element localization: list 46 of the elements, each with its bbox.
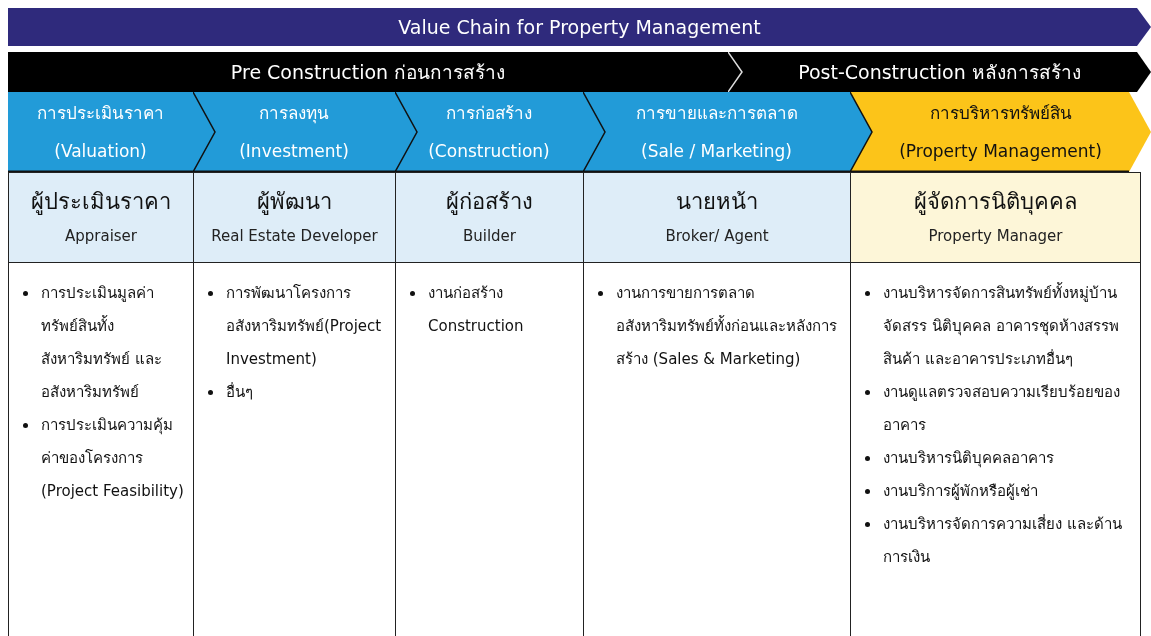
role-cell bbox=[395, 172, 584, 263]
role-subtitle: Real Estate Developer bbox=[211, 225, 378, 247]
list-item-text: งานก่อสร้าง Construction bbox=[428, 284, 524, 335]
list-item-text: งานบริหารนิติบุคคลอาคาร bbox=[883, 449, 1054, 467]
list-item-text: งานบริหารจัดการสินทรัพย์ทั้งหมู่บ้านจัดสรร นิติบุคคล อาคารชุดห้างสรรพสินค้า และอาคารประเภทอื่นๆ bbox=[883, 284, 1119, 368]
stage-subtitle: (Investment) bbox=[239, 140, 349, 163]
phase-label: Pre Construction ก่อนการสร้าง bbox=[230, 60, 506, 85]
list-item-text: การประเมินความคุ้มค่าของโครงการ (Project Feasibility) bbox=[41, 416, 184, 500]
list-item-text: งานดูแลตรวจสอบความเรียบร้อยของอาคาร bbox=[883, 383, 1120, 434]
role-subtitle: Builder bbox=[462, 225, 517, 247]
role-name: ผู้พัฒนา bbox=[257, 187, 332, 217]
stage-header bbox=[395, 92, 583, 172]
role-name: ผู้ก่อสร้าง bbox=[446, 187, 533, 217]
list-item-text: การประเมินมูลค่าทรัพย์สินทั้งสังหาริมทรัพย์ และอสังหาริมทรัพย์ bbox=[41, 284, 162, 401]
list-item-text: การพัฒนาโครงการอสังหาริมทรัพย์(Project Investment) bbox=[226, 284, 382, 368]
phase-band bbox=[728, 52, 1151, 92]
stage-subtitle: (Construction) bbox=[428, 140, 550, 163]
stage-subtitle: (Sale / Marketing) bbox=[641, 140, 792, 163]
stage-header bbox=[8, 92, 193, 172]
phase-band bbox=[8, 52, 728, 92]
role-cell bbox=[850, 172, 1141, 263]
list-item-text: งานบริการผู้พักหรือผู้เช่า bbox=[883, 482, 1038, 500]
stage-name: การลงทุน bbox=[259, 102, 329, 126]
role-cell bbox=[583, 172, 851, 263]
title: Value Chain for Property Management bbox=[398, 16, 761, 38]
role-cell bbox=[193, 172, 396, 263]
role-subtitle: Property Manager bbox=[928, 225, 1063, 247]
stage-name: การบริหารทรัพย์สิน bbox=[929, 102, 1072, 125]
role-name: ผู้จัดการนิติบุคคล bbox=[914, 187, 1077, 217]
stage-subtitle: (Valuation) bbox=[54, 140, 147, 163]
role-cell bbox=[8, 172, 194, 263]
role-name: นายหน้า bbox=[676, 187, 758, 216]
role-subtitle: Broker/ Agent bbox=[665, 225, 769, 247]
phase-label: Post-Construction หลังการสร้าง bbox=[798, 60, 1081, 85]
stage-header bbox=[850, 92, 1151, 172]
stage-header bbox=[193, 92, 395, 172]
role-subtitle: Appraiser bbox=[64, 225, 137, 247]
stage-name: การประเมินราคา bbox=[37, 102, 164, 125]
stage-subtitle: (Property Management) bbox=[899, 140, 1102, 163]
list-item-text: งานบริหารจัดการความเสี่ยง และด้านการเงิน bbox=[883, 515, 1122, 566]
stage-name: การก่อสร้าง bbox=[446, 102, 532, 125]
role-name: ผู้ประเมินราคา bbox=[31, 187, 171, 217]
list-item-text: อื่นๆ bbox=[226, 383, 253, 401]
title-banner bbox=[8, 8, 1151, 46]
stage-name: การขายและการตลาด bbox=[635, 102, 798, 125]
list-item-text: งานการขายการตลาดอสังหาริมทรัพย์ทั้งก่อนและหลังการสร้าง (Sales & Marketing) bbox=[616, 284, 837, 368]
